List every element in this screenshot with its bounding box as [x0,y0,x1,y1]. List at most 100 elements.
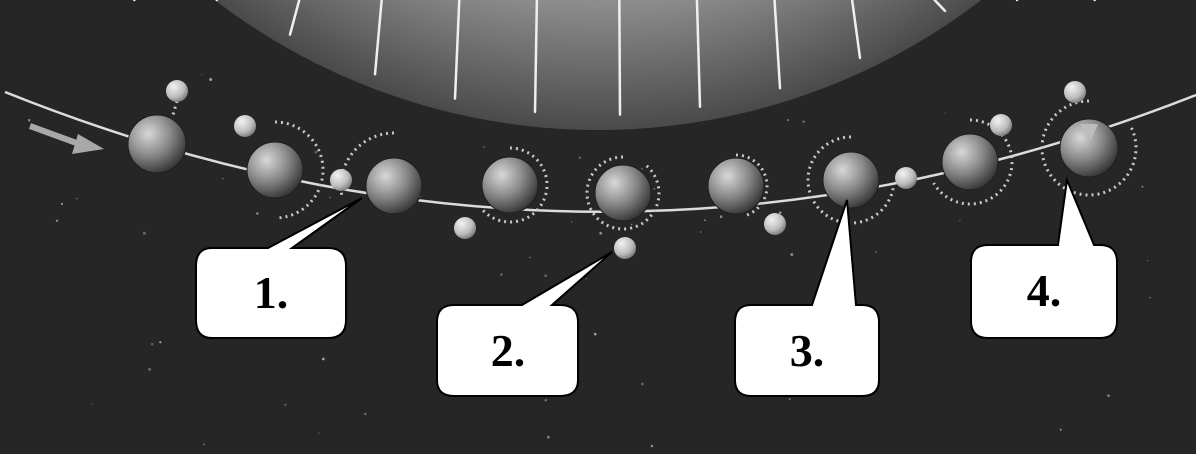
earth-icon [594,164,652,222]
moon-icon [1064,81,1086,103]
star [959,220,961,222]
star [55,219,59,223]
star [802,120,805,123]
callouts [195,176,1118,397]
star [201,73,203,76]
star [944,112,947,115]
star [630,223,633,226]
moon-icon [764,213,786,235]
callout-2-label: 2. [490,325,526,376]
star [578,156,581,159]
earth-moon-position-9 [1040,81,1138,197]
earth-moon-position-5 [585,155,661,259]
earth-moon-position-3 [330,131,423,215]
star [91,402,93,405]
sun-ray [373,0,383,76]
callout-4-label: 4. [1026,265,1062,316]
star [778,211,782,214]
callout-3-bubble [734,199,880,397]
earth-moon-position-7 [806,135,917,225]
earth-icon [822,151,880,209]
star [202,443,205,446]
star [790,253,794,256]
sun-ray [933,0,947,13]
earth-icon [481,156,539,214]
callout-1-bubble [195,197,363,339]
star [704,219,706,222]
star [653,188,656,190]
sun-ray [773,0,782,90]
moon-icon [990,114,1012,136]
earth-icon [246,141,304,199]
star [364,412,367,416]
callout-3-label: 3. [789,325,825,376]
star [546,435,550,439]
star [593,332,597,336]
moon-icon [614,237,636,259]
sun-ray [695,0,702,108]
sun-limb [214,0,982,130]
star [321,357,325,361]
earth-icon [365,157,423,215]
moon-path-arc [480,146,549,224]
moon-path-arc [806,135,895,225]
moon-icon [454,217,476,239]
star [75,197,78,200]
star [1149,296,1151,299]
star [544,399,547,402]
callout-2-bubble [436,251,613,397]
star [1146,259,1149,262]
callout-1-label: 1. [253,267,289,318]
star [148,367,152,371]
earth-icon [941,133,999,191]
moon-icon [895,167,917,189]
sun-ray [288,0,301,36]
sun-ray [533,0,539,114]
star [585,278,588,280]
star [529,256,531,259]
star [641,382,644,386]
earth-moon-positions [127,80,1138,259]
moon-path-arc [171,100,179,116]
moon-path-arc [274,120,325,220]
star [786,118,790,122]
sun-ray [618,0,622,116]
moon-path-arc [735,153,769,217]
direction-arrow-icon [28,123,104,154]
earth-moon-position-1 [127,80,188,174]
sun-rays [133,0,1096,116]
star [318,432,320,434]
moon-icon [234,115,256,137]
star [329,196,332,199]
callout-4-bubble [970,176,1118,339]
star [222,177,224,180]
star [544,274,548,278]
star [875,251,877,253]
star [1141,185,1144,188]
earth-moon-position-8 [932,114,1014,206]
star [719,215,723,218]
earth-icon [1059,118,1119,178]
moon-icon [330,169,352,191]
sun-ray [850,0,862,60]
earth-icon [127,114,187,174]
star [159,341,162,344]
star [150,342,154,346]
earth-moon-position-2 [234,115,325,220]
star [1059,428,1062,431]
star [788,398,791,400]
earth-moon-position-4 [454,146,549,239]
star [650,444,654,448]
earth-moon-position-6 [707,153,786,235]
pointer-triangle-icon [1080,124,1098,140]
star [314,151,318,154]
moon-icon [166,80,188,102]
star [209,78,213,81]
star [699,231,702,233]
star [641,167,644,170]
moon-path-arc [585,155,661,231]
star [27,118,31,122]
earth-icon [707,157,765,215]
